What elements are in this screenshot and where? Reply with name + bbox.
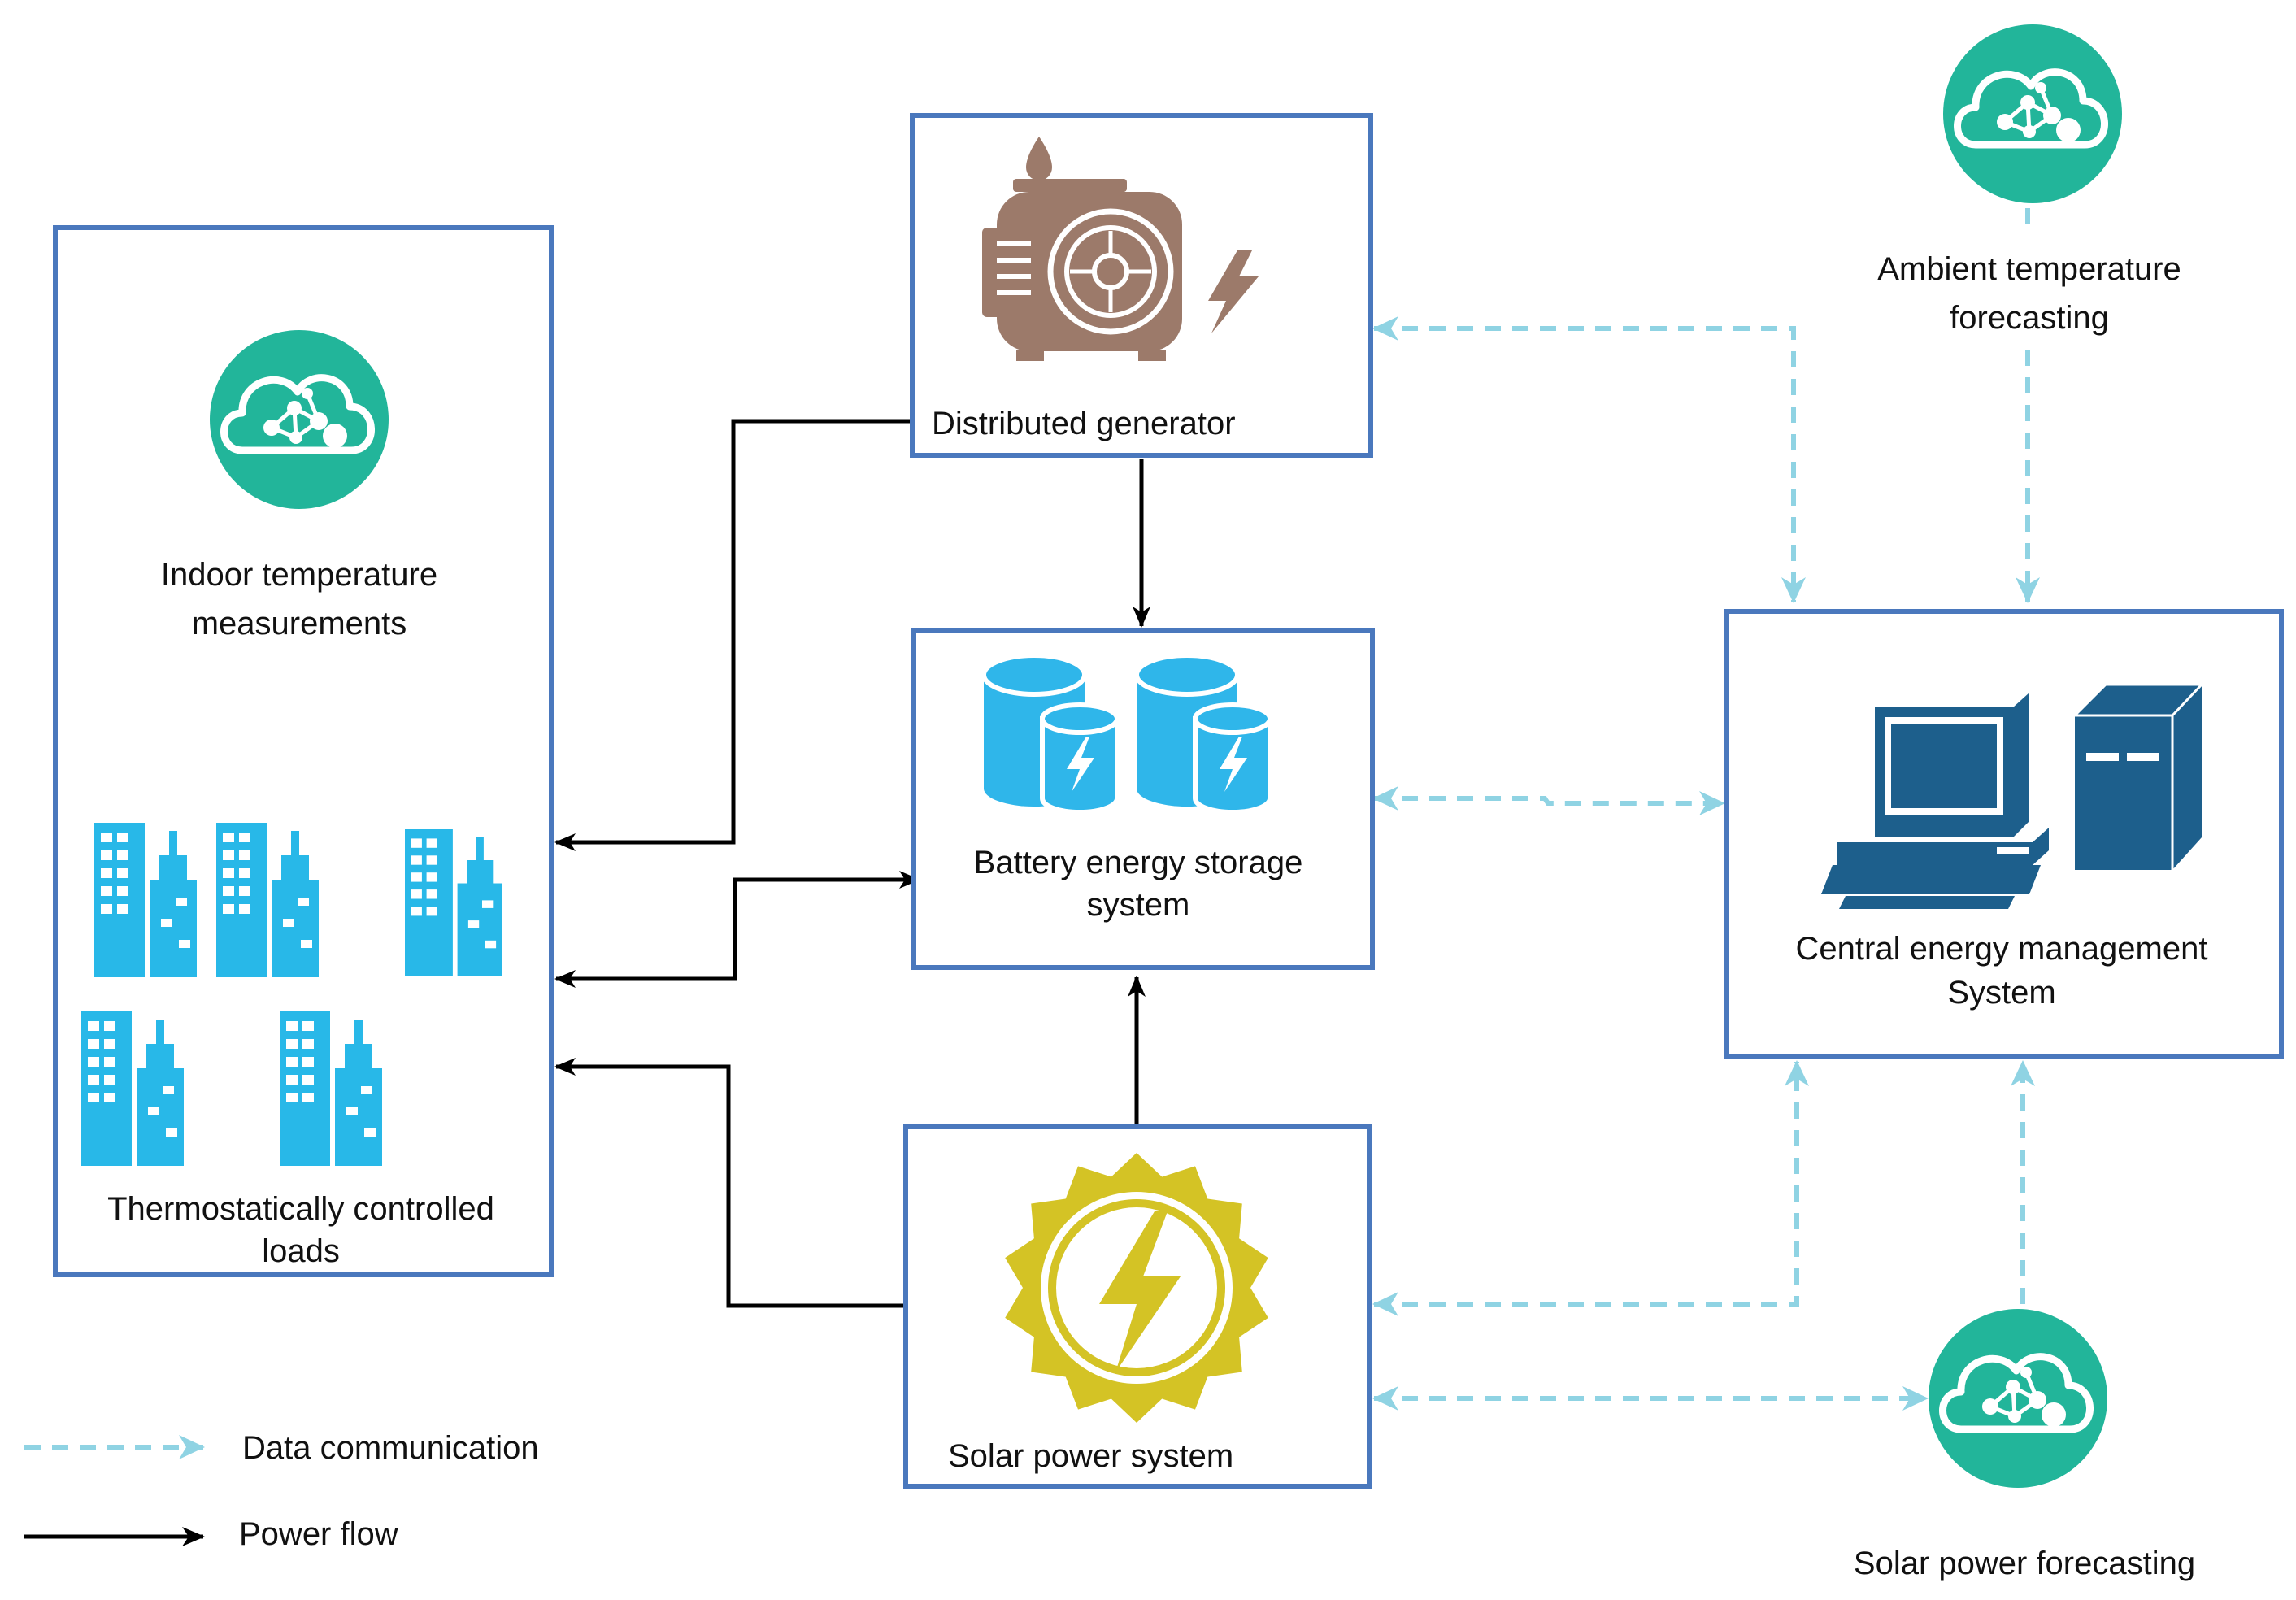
ambient-label-line2: forecasting bbox=[1950, 300, 2109, 336]
battery-box: Battery energy storage system bbox=[911, 628, 1375, 970]
loads-box: Indoor temperature measurements Thermost… bbox=[53, 225, 554, 1277]
legend-data-label: Data communication bbox=[242, 1430, 539, 1466]
solar-forecast-node: Solar power forecasting bbox=[1854, 1309, 2195, 1581]
ambient-forecast-node: Ambient temperature forecasting bbox=[1877, 24, 2181, 336]
cems-box: Central energy management System bbox=[1724, 609, 2284, 1059]
sun-icon bbox=[1005, 1153, 1268, 1423]
legend-power-label: Power flow bbox=[239, 1516, 398, 1552]
generator-cems-data-line bbox=[1372, 316, 1806, 603]
battery-to-loads-line bbox=[554, 880, 737, 988]
battery-label-line2: system bbox=[1087, 887, 1190, 923]
ambient-cloud-icon bbox=[1943, 24, 2122, 203]
solar-box: Solar power system bbox=[903, 1124, 1372, 1489]
loads-to-battery-line bbox=[733, 871, 920, 889]
solar-forecast-cloud-icon bbox=[1929, 1309, 2107, 1488]
solar-forecast-label: Solar power forecasting bbox=[1854, 1546, 2195, 1581]
solar-label: Solar power system bbox=[948, 1438, 1233, 1474]
solar-cems-data-line bbox=[1372, 1060, 1809, 1316]
indoor-label-line2: measurements bbox=[192, 606, 407, 641]
generator-box: Distributed generator bbox=[910, 113, 1373, 458]
indoor-cloud-icon bbox=[210, 330, 389, 509]
solar-to-loads-line bbox=[554, 1058, 904, 1308]
power-flow-lines bbox=[554, 419, 1150, 1308]
ambient-label-line1: Ambient temperature bbox=[1877, 251, 2181, 287]
generator-to-loads-line bbox=[554, 419, 911, 851]
generator-icon bbox=[982, 137, 1259, 361]
cems-label-line2: System bbox=[1947, 975, 2055, 1011]
battery-label-line1: Battery energy storage bbox=[974, 845, 1303, 880]
cems-label-line1: Central energy management bbox=[1796, 931, 2208, 967]
legend: Data communication Power flow bbox=[24, 1430, 539, 1552]
indoor-label-line1: Indoor temperature bbox=[161, 557, 437, 593]
computer-icon bbox=[1821, 683, 2205, 909]
generator-label: Distributed generator bbox=[932, 406, 1236, 441]
data-communication-lines bbox=[289, 208, 2040, 1411]
loads-label-line2: loads bbox=[262, 1233, 340, 1269]
battery-cems-data-line bbox=[1372, 786, 1725, 815]
loads-label-line1: Thermostatically controlled bbox=[107, 1191, 494, 1227]
